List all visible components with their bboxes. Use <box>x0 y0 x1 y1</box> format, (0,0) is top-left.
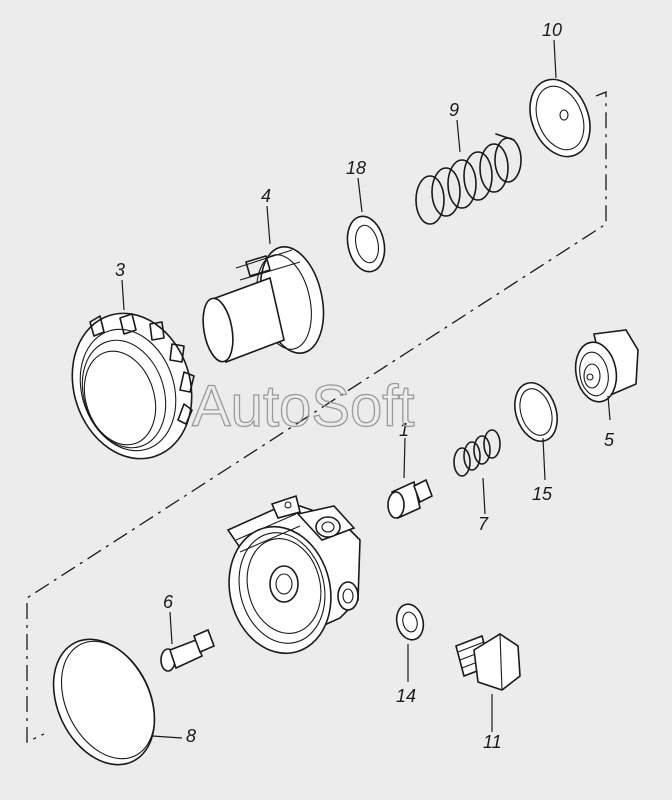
callout-8: 8 <box>186 726 196 746</box>
watermark-text: AutoSoft <box>192 374 414 439</box>
callout-14: 14 <box>396 686 416 706</box>
callouts: 10 9 18 4 3 5 15 7 1 6 8 14 11 <box>115 20 615 752</box>
part-8-large-disc <box>52 638 156 766</box>
assembly-axis-line <box>26 91 607 744</box>
valve-body <box>226 494 361 655</box>
callout-11: 11 <box>483 732 502 752</box>
part-5-threaded-plug <box>574 329 639 403</box>
callout-1: 1 <box>399 420 409 440</box>
part-18-washer <box>346 215 386 273</box>
part-4-cup-housing <box>202 246 325 364</box>
callout-6: 6 <box>163 592 174 612</box>
part-11-hex-plug <box>455 633 521 691</box>
part-14-small-washer <box>395 603 425 641</box>
leader-lines <box>121 39 611 739</box>
callout-9: 9 <box>449 100 459 120</box>
callout-4: 4 <box>261 186 271 206</box>
callout-5: 5 <box>604 430 615 450</box>
part-7-small-spring <box>453 429 501 477</box>
callout-3: 3 <box>115 260 125 280</box>
callout-15: 15 <box>532 484 553 504</box>
callout-18: 18 <box>346 158 366 178</box>
part-15-o-ring <box>514 382 558 442</box>
part-10-cover-disc <box>529 78 591 158</box>
part-9-large-spring <box>415 133 522 225</box>
part-3-ring-nut <box>71 312 195 460</box>
part-1-valve-pin <box>387 478 434 520</box>
callout-7: 7 <box>478 514 489 534</box>
part-6-small-screw <box>160 628 216 672</box>
callout-10: 10 <box>542 20 562 40</box>
